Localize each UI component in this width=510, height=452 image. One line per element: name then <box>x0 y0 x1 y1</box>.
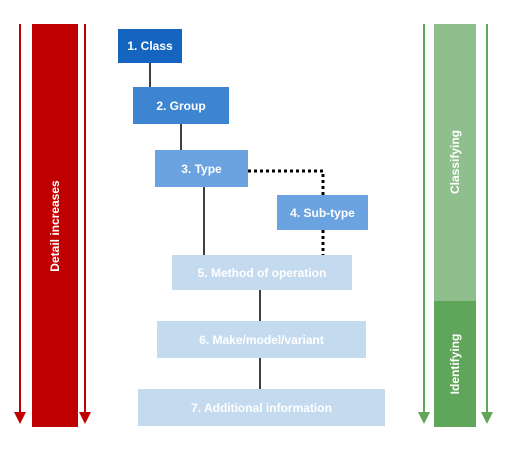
type-box: 3. Type <box>155 150 248 187</box>
right-arrow-outer <box>418 24 430 424</box>
method-box: 5. Method of operation <box>172 255 352 290</box>
connector-type-subtype <box>248 169 325 195</box>
class-box: 1. Class <box>118 29 182 63</box>
left-arrow-inner <box>79 24 91 424</box>
right-arrow-inner <box>481 24 493 424</box>
make-model-box: 6. Make/model/variant <box>157 321 366 358</box>
subtype-box: 4. Sub-type <box>277 195 368 230</box>
group-box: 2. Group <box>133 87 229 124</box>
classifying-bar <box>434 24 476 301</box>
additional-info-box: 7. Additional information <box>138 389 385 426</box>
identifying-bar <box>434 301 476 427</box>
detail-bar <box>32 24 78 427</box>
left-arrow-outer <box>14 24 26 424</box>
